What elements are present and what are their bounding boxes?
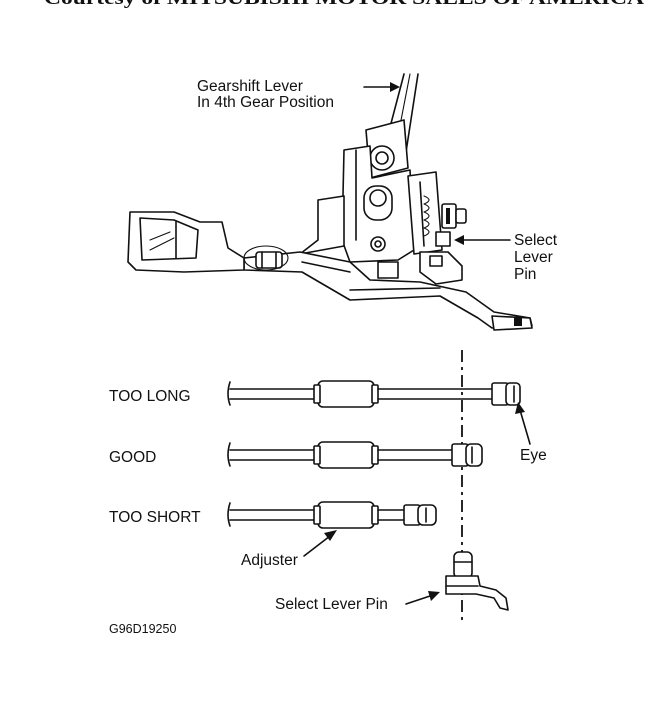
row-label-too-short: TOO SHORT bbox=[109, 509, 201, 526]
adjuster-sleeve-too-short bbox=[317, 501, 375, 529]
adjuster-label: Adjuster bbox=[241, 552, 298, 569]
cable-too-long: TOO LONG bbox=[109, 380, 521, 408]
select-lever-pin-label-line2: Lever bbox=[514, 249, 553, 266]
cable-too-short: TOO SHORT bbox=[109, 501, 437, 529]
spring-coil bbox=[423, 195, 430, 237]
select-lever-pin-bottom-label: Select Lever Pin bbox=[275, 596, 388, 613]
select-lever-pin-bottom-callout: Select Lever Pin bbox=[275, 591, 440, 613]
adjuster-sleeve-too-long bbox=[317, 380, 375, 408]
eye-callout: Eye bbox=[515, 402, 547, 464]
select-lever-pin-label-line3: Pin bbox=[514, 266, 536, 283]
adjuster-callout: Adjuster bbox=[241, 530, 337, 569]
gearshift-lever-callout: Gearshift Lever In 4th Gear Position bbox=[197, 78, 400, 111]
eye-label: Eye bbox=[520, 447, 547, 464]
gearshift-lever-label-line1: Gearshift Lever bbox=[197, 78, 303, 95]
gearshift-assembly-illustration bbox=[127, 73, 533, 331]
select-lever-pin-label-line1: Select bbox=[514, 232, 558, 249]
gearshift-lever-label-line2: In 4th Gear Position bbox=[197, 94, 334, 111]
cropped-header-text: Courtesy of MITSUBISHI MOTOR SALES OF AM… bbox=[44, 0, 644, 9]
select-lever-pin-top-callout: Select Lever Pin bbox=[454, 232, 558, 283]
figure-code: G96D19250 bbox=[109, 622, 176, 636]
select-lever-pin-illustration bbox=[445, 551, 509, 611]
row-label-good: GOOD bbox=[109, 449, 156, 466]
row-label-too-long: TOO LONG bbox=[109, 388, 191, 405]
adjuster-sleeve-good bbox=[317, 441, 375, 469]
cable-good: GOOD bbox=[109, 441, 483, 469]
cropped-header: Courtesy of MITSUBISHI MOTOR SALES OF AM… bbox=[44, 0, 644, 9]
